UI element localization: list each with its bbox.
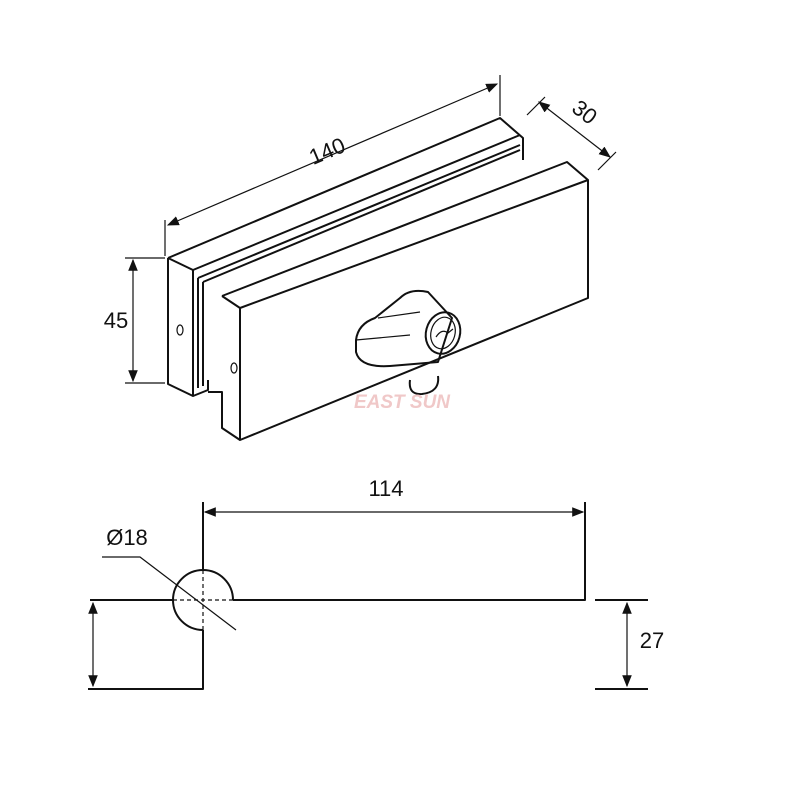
dimension-depth: 30 xyxy=(567,95,602,130)
lock-cylinder xyxy=(355,289,462,396)
watermark: EAST SUN xyxy=(354,392,451,413)
dimension-height: 45 xyxy=(104,308,128,333)
dimension-slot-depth: 27 xyxy=(640,628,664,653)
patch-lock-isometric: 140 30 45 EAST SUN xyxy=(104,75,617,441)
plan-view: 114 Ø18 27 xyxy=(88,476,664,690)
glass-gasket xyxy=(197,144,521,388)
back-plate xyxy=(167,117,524,397)
key-icon xyxy=(435,328,454,338)
dimension-length: 140 xyxy=(305,132,349,169)
dimension-diameter: Ø18 xyxy=(106,525,148,550)
screw-hole xyxy=(176,324,184,336)
dimension-slot-length: 114 xyxy=(368,476,403,501)
screw-hole xyxy=(230,362,238,374)
